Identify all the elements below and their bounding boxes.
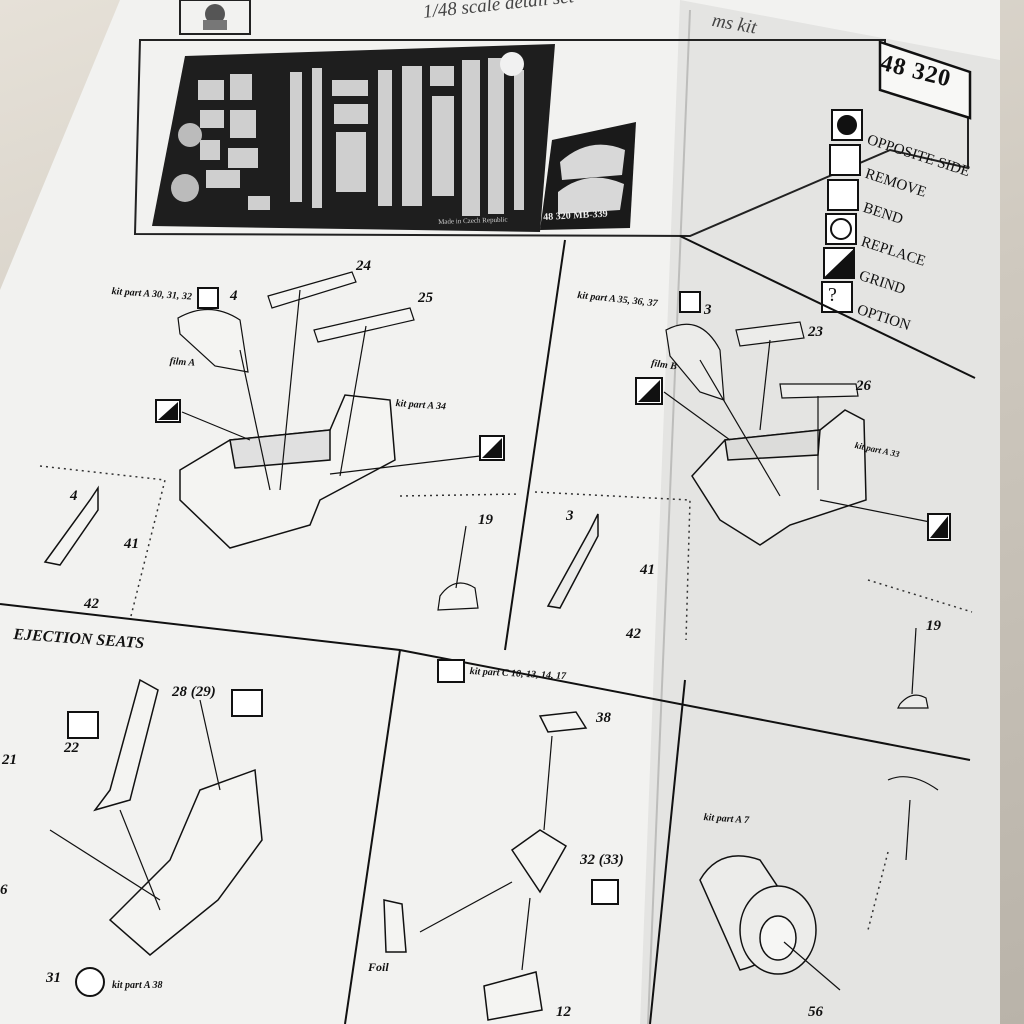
part-19-rear: 19 [926, 618, 941, 634]
part-4: 4 [70, 488, 78, 504]
part-26: 26 [856, 378, 871, 394]
grind-glyph [824, 249, 853, 277]
part-28-29: 28 (29) [172, 684, 216, 700]
nozzle-part [699, 855, 817, 975]
bend-icon [827, 179, 859, 211]
arrows-rear [663, 339, 931, 523]
part-21: 21 [2, 752, 17, 768]
replace-icon-seat [75, 967, 105, 997]
grind-glyph-front-1 [158, 402, 178, 420]
product-code-box [878, 40, 972, 120]
opposite-side-glyph [837, 115, 857, 135]
lever-19-front [437, 525, 479, 611]
grind-glyph-rear-1 [638, 380, 660, 402]
part-41-rear: 41 [640, 562, 655, 578]
option-glyph: ? [828, 284, 837, 306]
part-6: 6 [0, 882, 8, 898]
front-film: film A [169, 356, 196, 369]
grind-glyph-front-2 [482, 438, 502, 458]
film-instrument-1 [560, 144, 625, 180]
grind-glyph-rear-2 [930, 516, 948, 538]
replace-glyph [830, 218, 852, 240]
part-41-front: 41 [124, 536, 139, 552]
part-32-33: 32 (33) [580, 852, 624, 868]
fold-crease [647, 9, 691, 1024]
replace-icon-front [197, 287, 219, 309]
arrows-seat [49, 699, 221, 911]
panel-part-rear [665, 321, 859, 401]
logo-box [179, 0, 251, 35]
bend-icon-detail [591, 879, 619, 905]
part-24: 24 [356, 258, 371, 274]
star-insignia-icon [500, 52, 524, 76]
part-4-film: 4 [230, 288, 238, 304]
part-22: 22 [64, 740, 79, 756]
bend-icon-seat-2 [67, 711, 99, 739]
replace-icon-detail [437, 659, 465, 683]
cockpit-tub-front [179, 394, 396, 549]
panel-grid [0, 235, 976, 1024]
dotted-guide [867, 851, 889, 931]
part-31: 31 [46, 970, 61, 986]
remove-icon [829, 144, 861, 176]
part-3-film: 3 [704, 302, 712, 318]
part-23: 23 [808, 324, 823, 340]
lever-19-rear [897, 627, 929, 709]
part-38: 38 [596, 710, 611, 726]
part-56: 56 [808, 1004, 823, 1020]
part-42-front: 42 [84, 596, 99, 612]
part-12: 12 [556, 1004, 571, 1020]
arrow-nozzle [783, 941, 841, 991]
side-console-rear [546, 513, 599, 609]
hinge-part [887, 776, 939, 861]
part-25: 25 [418, 290, 433, 306]
part-19-front: 19 [478, 512, 493, 528]
film-instrument-2 [558, 177, 624, 214]
bend-icon-seat-1 [231, 689, 263, 717]
dial-cluster-2-icon [171, 174, 199, 202]
arrows-detail [419, 735, 553, 971]
arrows-front [181, 289, 481, 491]
part-42-rear: 42 [626, 626, 641, 642]
side-console-front [43, 485, 99, 566]
ejection-seat [93, 678, 263, 956]
panel-part-front [177, 271, 415, 373]
seat-kit-part: kit part A 38 [112, 980, 163, 991]
cockpit-tub-rear [691, 409, 867, 546]
inset-boxes [39, 465, 973, 641]
replace-icon-rear [679, 291, 701, 313]
part-3: 3 [566, 508, 574, 524]
seat-detail-parts [383, 711, 588, 1021]
foil-label: Foil [368, 960, 389, 974]
fret-parts [198, 58, 524, 216]
dial-cluster-icon [178, 123, 202, 147]
eduard-logo-icon [203, 4, 227, 30]
